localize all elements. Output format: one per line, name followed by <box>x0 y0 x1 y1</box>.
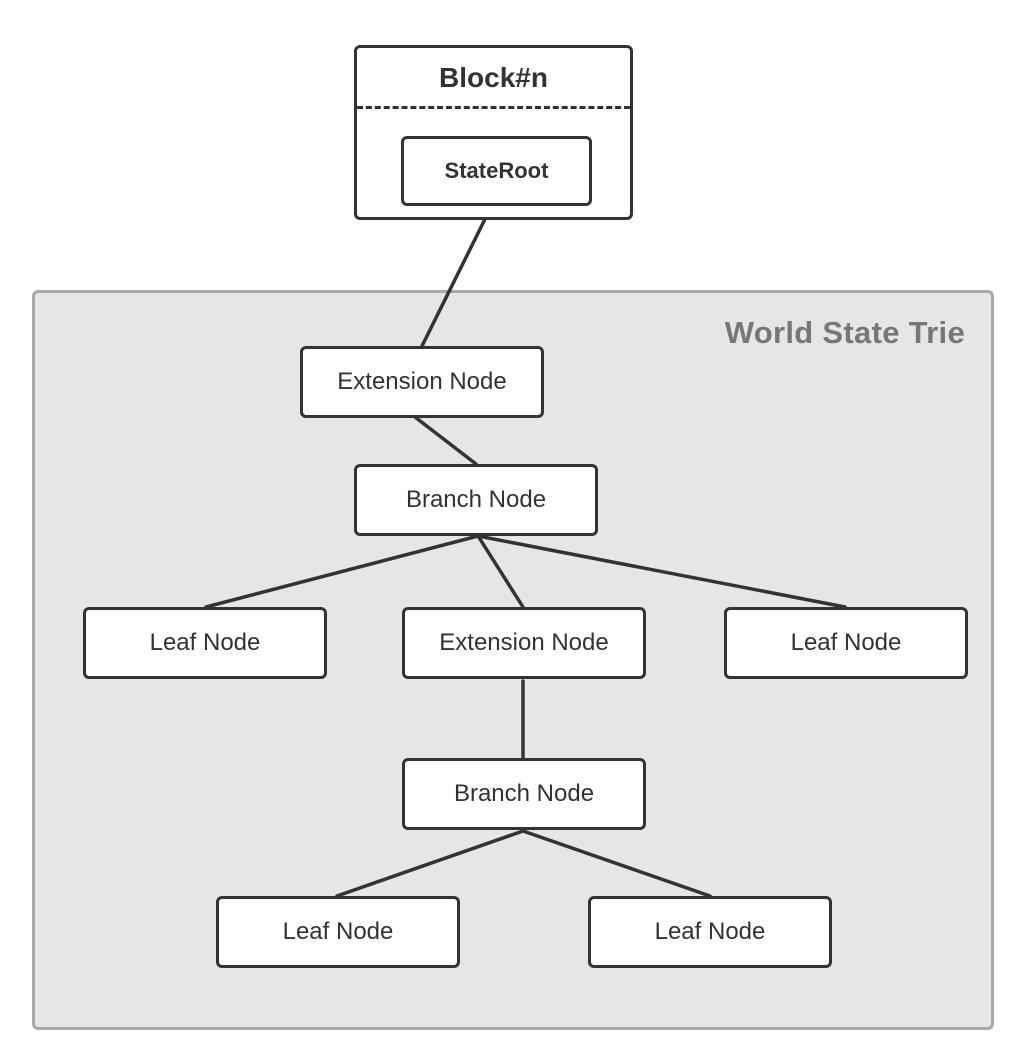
state-root-node: StateRoot <box>401 136 592 206</box>
extension-node-2: Extension Node <box>402 607 646 679</box>
trie-title: World State Trie <box>724 315 965 350</box>
extension-node-1: Extension Node <box>300 346 544 418</box>
block-title: Block#n <box>439 62 548 93</box>
block-divider <box>357 106 630 109</box>
branch-node-1: Branch Node <box>354 464 598 536</box>
leaf-node-4: Leaf Node <box>588 896 832 968</box>
block-n: Block#n StateRoot <box>354 45 633 220</box>
branch-node-2: Branch Node <box>402 758 646 830</box>
leaf-node-2: Leaf Node <box>724 607 968 679</box>
leaf-node-1: Leaf Node <box>83 607 327 679</box>
leaf-node-3: Leaf Node <box>216 896 460 968</box>
